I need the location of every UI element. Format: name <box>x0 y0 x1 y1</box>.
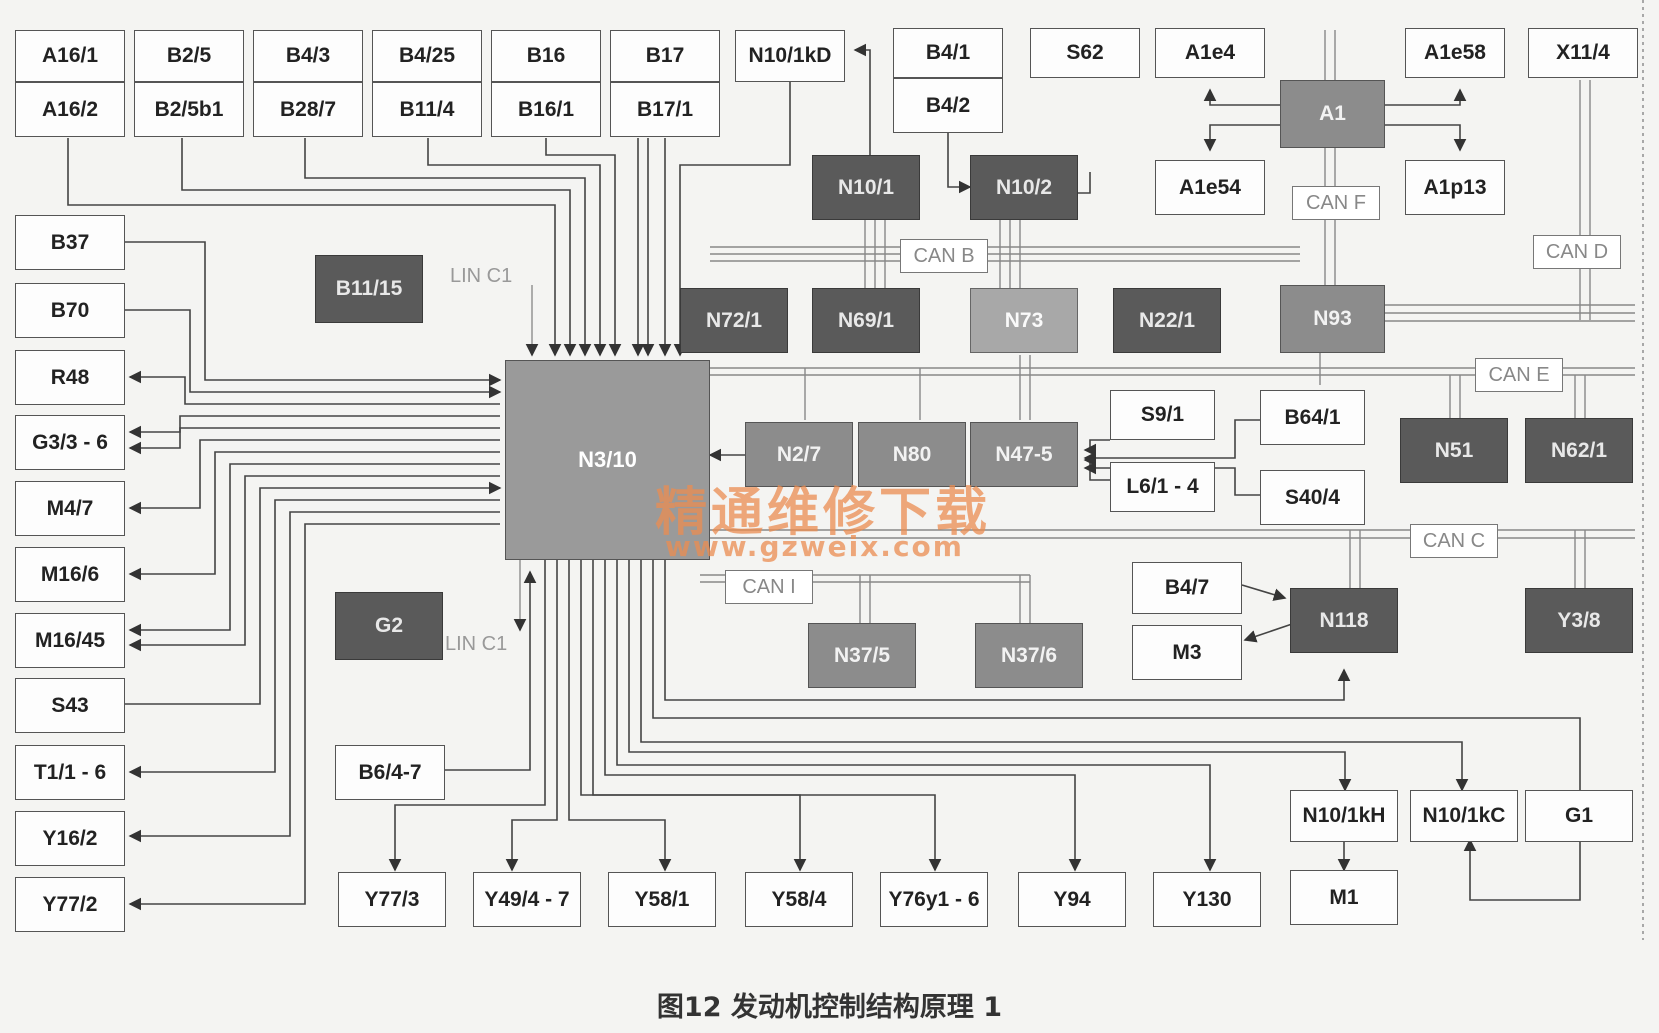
block-m4-7: M4/7 <box>15 481 125 536</box>
block-n37-5: N37/5 <box>808 623 916 688</box>
can-e-bus-label: CAN E <box>1475 358 1563 392</box>
block-b16-1: B16/1 <box>491 82 601 137</box>
block-y130: Y130 <box>1153 872 1261 927</box>
block-n93: N93 <box>1280 285 1385 353</box>
block-t1-1-6: T1/1 - 6 <box>15 745 125 800</box>
block-y49-4-7: Y49/4 - 7 <box>473 872 581 927</box>
block-a1p13: A1p13 <box>1405 160 1505 215</box>
block-g2: G2 <box>335 592 443 660</box>
can-d-bus-label: CAN D <box>1533 235 1621 269</box>
block-n10-1kd: N10/1kD <box>735 30 845 82</box>
can-i-bus-label: CAN I <box>725 570 813 604</box>
block-n10-1kc: N10/1kC <box>1410 790 1518 842</box>
block-n51: N51 <box>1400 418 1508 483</box>
block-b2-5b1: B2/5b1 <box>134 82 244 137</box>
block-b4-3: B4/3 <box>253 30 363 82</box>
can-b-bus-label: CAN B <box>900 239 988 273</box>
block-y77-3: Y77/3 <box>338 872 446 927</box>
block-n72-1: N72/1 <box>680 288 788 353</box>
block-s62: S62 <box>1030 28 1140 78</box>
block-y76y1-6: Y76y1 - 6 <box>880 872 988 927</box>
block-n3-10: N3/10 <box>505 360 710 560</box>
block-b11-4: B11/4 <box>372 82 482 137</box>
block-b4-25: B4/25 <box>372 30 482 82</box>
block-y58-1: Y58/1 <box>608 872 716 927</box>
block-r48: R48 <box>15 350 125 405</box>
block-a1e58: A1e58 <box>1405 28 1505 78</box>
block-b4-7: B4/7 <box>1132 562 1242 614</box>
block-y94: Y94 <box>1018 872 1126 927</box>
block-n10-1: N10/1 <box>812 155 920 220</box>
block-b70: B70 <box>15 283 125 338</box>
block-n10-2: N10/2 <box>970 155 1078 220</box>
watermark-text: 精通维修下载 <box>655 483 992 543</box>
block-m3: M3 <box>1132 625 1242 680</box>
block-g1: G1 <box>1525 790 1633 842</box>
block-s43: S43 <box>15 678 125 733</box>
block-g3-3-6: G3/3 - 6 <box>15 415 125 470</box>
block-n22-1: N22/1 <box>1113 288 1221 353</box>
block-a16-2: A16/2 <box>15 82 125 137</box>
block-a1e4: A1e4 <box>1155 28 1265 78</box>
block-b4-1: B4/1 <box>893 28 1003 78</box>
block-b4-2: B4/2 <box>893 78 1003 133</box>
block-y58-4: Y58/4 <box>745 872 853 927</box>
lin-c1-label-bottom: LIN C1 <box>445 633 508 655</box>
block-n69-1: N69/1 <box>812 288 920 353</box>
block-n73: N73 <box>970 288 1078 353</box>
block-n10-1kh: N10/1kH <box>1290 790 1398 842</box>
block-y77-2: Y77/2 <box>15 877 125 932</box>
block-b17: B17 <box>610 30 720 82</box>
block-b17-1: B17/1 <box>610 82 720 137</box>
block-s40-4: S40/4 <box>1260 470 1365 525</box>
figure-caption: 图12 发动机控制结构原理 1 <box>656 992 1003 1023</box>
can-c-bus-label: CAN C <box>1410 524 1498 558</box>
block-b64-1: B64/1 <box>1260 390 1365 445</box>
block-a1: A1 <box>1280 80 1385 148</box>
block-s9-1: S9/1 <box>1110 390 1215 440</box>
block-n47-5: N47-5 <box>970 422 1078 487</box>
block-b6-4-7: B6/4-7 <box>335 745 445 800</box>
block-n118: N118 <box>1290 588 1398 653</box>
block-n62-1: N62/1 <box>1525 418 1633 483</box>
block-b16: B16 <box>491 30 601 82</box>
block-y16-2: Y16/2 <box>15 811 125 866</box>
block-l6-1-4: L6/1 - 4 <box>1110 462 1215 512</box>
block-n37-6: N37/6 <box>975 623 1083 688</box>
block-b37: B37 <box>15 215 125 270</box>
block-b2-5: B2/5 <box>134 30 244 82</box>
block-n2-7: N2/7 <box>745 422 853 487</box>
block-m1: M1 <box>1290 870 1398 925</box>
block-y3-8: Y3/8 <box>1525 588 1633 653</box>
block-b11-15: B11/15 <box>315 255 423 323</box>
watermark-url: www.gzweix.com <box>665 530 964 563</box>
block-a16-1: A16/1 <box>15 30 125 82</box>
block-n80: N80 <box>858 422 966 487</box>
block-m16-6: M16/6 <box>15 547 125 602</box>
block-a1e54: A1e54 <box>1155 160 1265 215</box>
can-f-bus-label: CAN F <box>1292 186 1380 220</box>
block-b28-7: B28/7 <box>253 82 363 137</box>
lin-c1-label-top: LIN C1 <box>450 265 513 287</box>
block-m16-45: M16/45 <box>15 613 125 668</box>
block-x11-4: X11/4 <box>1528 28 1638 78</box>
